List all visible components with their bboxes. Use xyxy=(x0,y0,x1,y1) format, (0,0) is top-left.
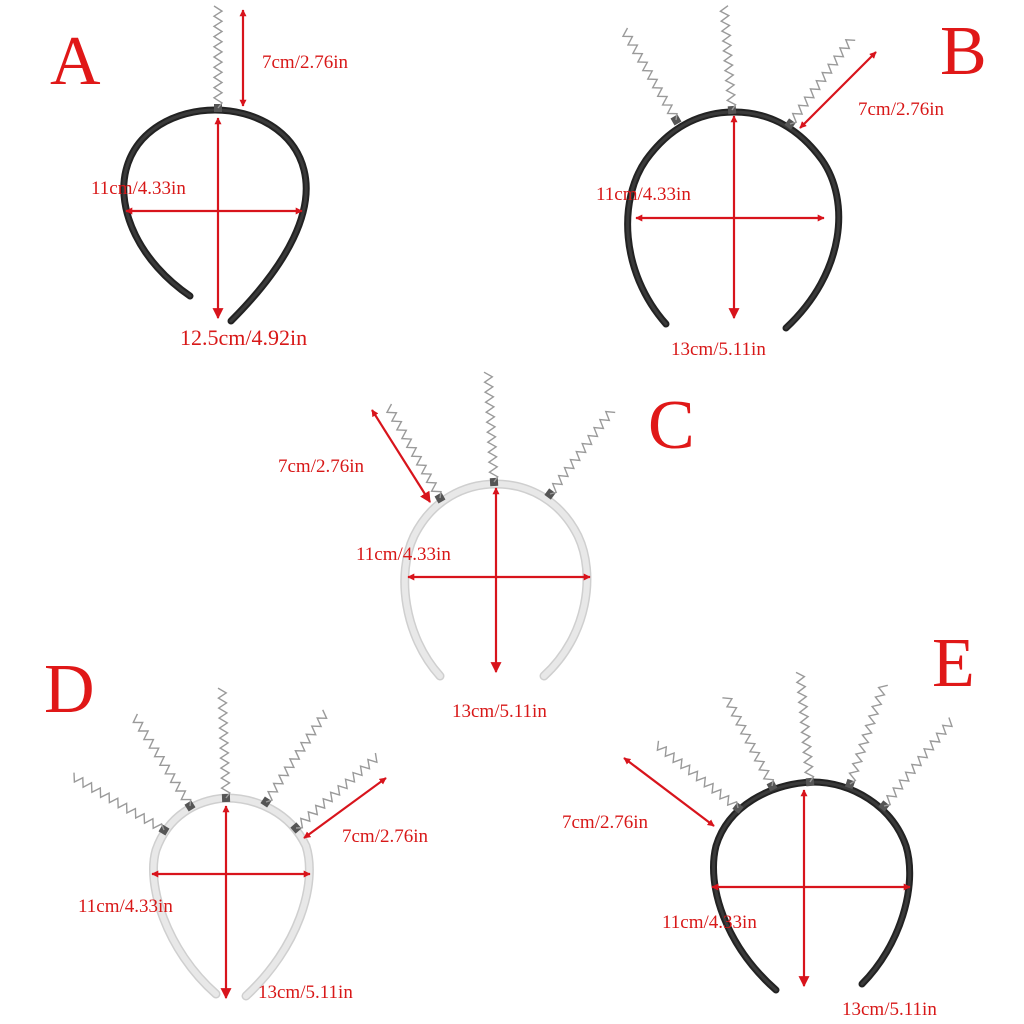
spring xyxy=(722,697,778,792)
panel-a: A 7cm/2.76in 11cm/4.33in 12.5cm/4.92in xyxy=(50,5,349,350)
width-label: 11cm/4.33in xyxy=(596,184,691,205)
headband xyxy=(120,106,310,325)
height-label: 12.5cm/4.92in xyxy=(180,325,307,350)
spring xyxy=(656,740,744,814)
panel-letter: B xyxy=(940,13,987,90)
spring xyxy=(385,403,446,504)
panel-b: B 7cm/2.76in 11cm/4.33in 13cm/5.11in xyxy=(596,5,987,360)
spring-length-label: 7cm/2.76in xyxy=(278,456,365,477)
spring-length-arrow xyxy=(623,757,715,827)
spring xyxy=(260,709,328,808)
spring xyxy=(217,687,231,803)
height-label: 13cm/5.11in xyxy=(842,999,937,1020)
spring-length-label: 7cm/2.76in xyxy=(262,52,349,73)
spring xyxy=(544,410,616,500)
width-label: 11cm/4.33in xyxy=(662,912,757,933)
headband xyxy=(149,793,314,1001)
spring-length-label: 7cm/2.76in xyxy=(562,812,649,833)
spring xyxy=(73,772,170,836)
panel-c: C 7cm/2.76in 11cm/4.33in 13cm/5.11in xyxy=(278,371,695,722)
height-label: 13cm/5.11in xyxy=(258,982,353,1003)
spring-length-arrow xyxy=(371,409,431,503)
spring-length-arrow xyxy=(303,777,387,839)
spring xyxy=(844,684,888,790)
spring xyxy=(719,5,737,115)
panel-letter: A xyxy=(50,23,101,100)
spring xyxy=(878,717,954,812)
height-label: 13cm/5.11in xyxy=(671,339,766,360)
width-label: 11cm/4.33in xyxy=(356,544,451,565)
spring xyxy=(132,713,196,812)
panel-letter: D xyxy=(44,651,95,728)
spring xyxy=(795,671,815,787)
panel-d: D 7cm/2.76in 11cm/4.33in 13cm/5.11in xyxy=(44,651,429,1003)
spring-length-label: 7cm/2.76in xyxy=(858,99,945,120)
spring-length-label: 7cm/2.76in xyxy=(342,826,429,847)
width-label: 11cm/4.33in xyxy=(78,896,173,917)
spring-length-arrow xyxy=(799,51,877,129)
panel-letter: C xyxy=(648,387,695,464)
spring xyxy=(483,371,499,487)
panel-letter: E xyxy=(932,625,975,702)
spring xyxy=(212,5,224,112)
height-label: 13cm/5.11in xyxy=(452,701,547,722)
spring xyxy=(621,27,682,126)
width-label: 11cm/4.33in xyxy=(91,178,186,199)
panel-e: E 7cm/2.76in 11cm/4.33in 13cm/5.11in xyxy=(562,625,975,1020)
